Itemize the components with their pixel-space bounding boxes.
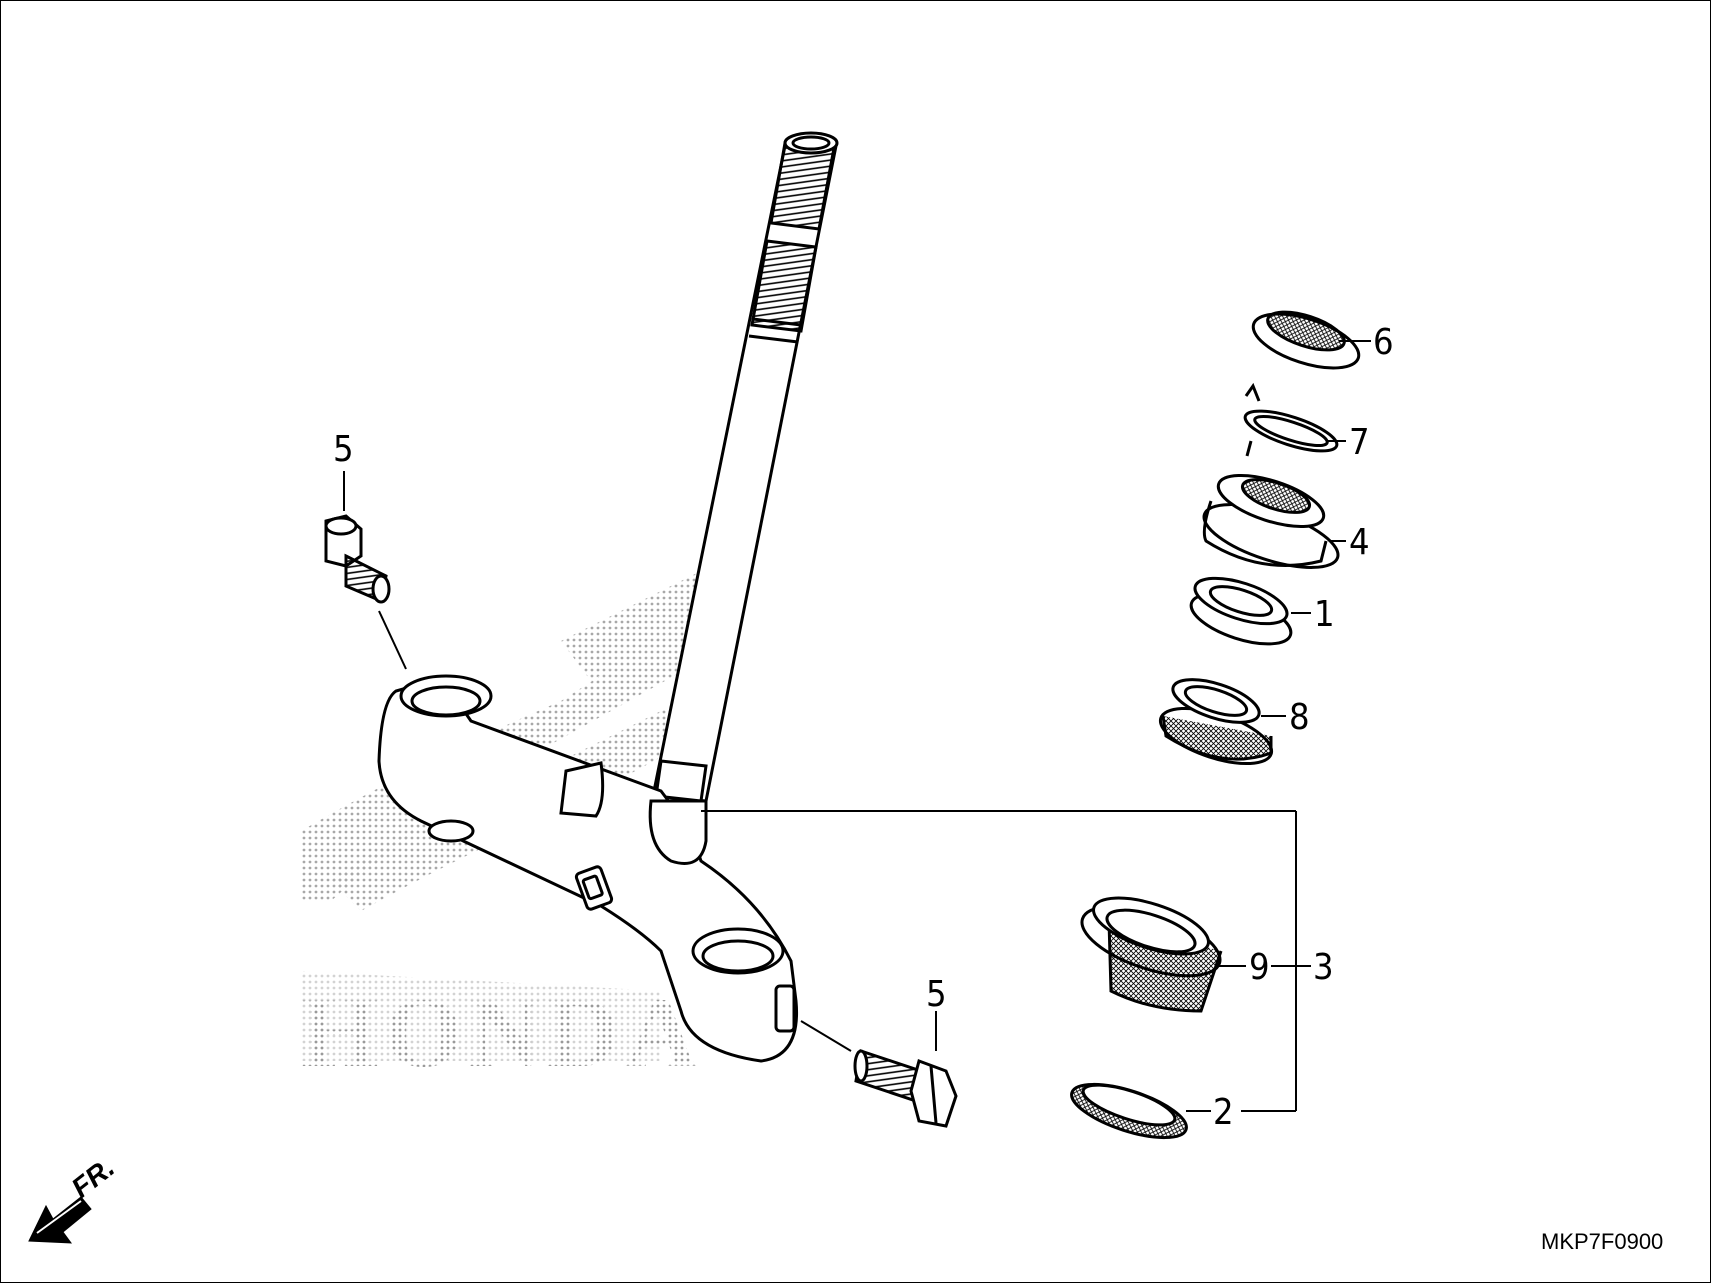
bolt-lower-right	[853, 1049, 958, 1128]
diagram-code: MKP7F0900	[1541, 1229, 1663, 1254]
callout-7: 7	[1349, 422, 1370, 463]
front-direction-label: FR.	[66, 1152, 121, 1204]
lower-bracket-part	[377, 674, 799, 1063]
callout-5-lower: 5	[926, 974, 947, 1015]
stem-nut-part	[1251, 310, 1361, 370]
front-direction-arrow-icon	[28, 1196, 92, 1244]
callout-2: 2	[1213, 1092, 1234, 1133]
callout-5-upper: 5	[333, 429, 354, 470]
lower-bearing-part	[1080, 896, 1223, 1013]
adjusting-nut-part	[1202, 473, 1340, 569]
steering-stem-part	[651, 131, 839, 803]
honda-watermark-text: HONDA	[301, 977, 703, 1088]
callout-4: 4	[1349, 522, 1370, 563]
callout-8: 8	[1289, 697, 1310, 738]
callout-3: 3	[1313, 947, 1334, 988]
lock-washer-part	[1243, 382, 1339, 457]
leader-lines	[343, 340, 1371, 1112]
bolt-upper-left	[324, 514, 391, 604]
upper-bearing-part	[1158, 678, 1274, 766]
dust-seal-part	[1189, 576, 1293, 646]
callout-6: 6	[1373, 322, 1394, 363]
callout-1: 1	[1314, 594, 1335, 635]
callout-9: 9	[1249, 947, 1270, 988]
lower-dust-seal-part	[1070, 1082, 1188, 1140]
